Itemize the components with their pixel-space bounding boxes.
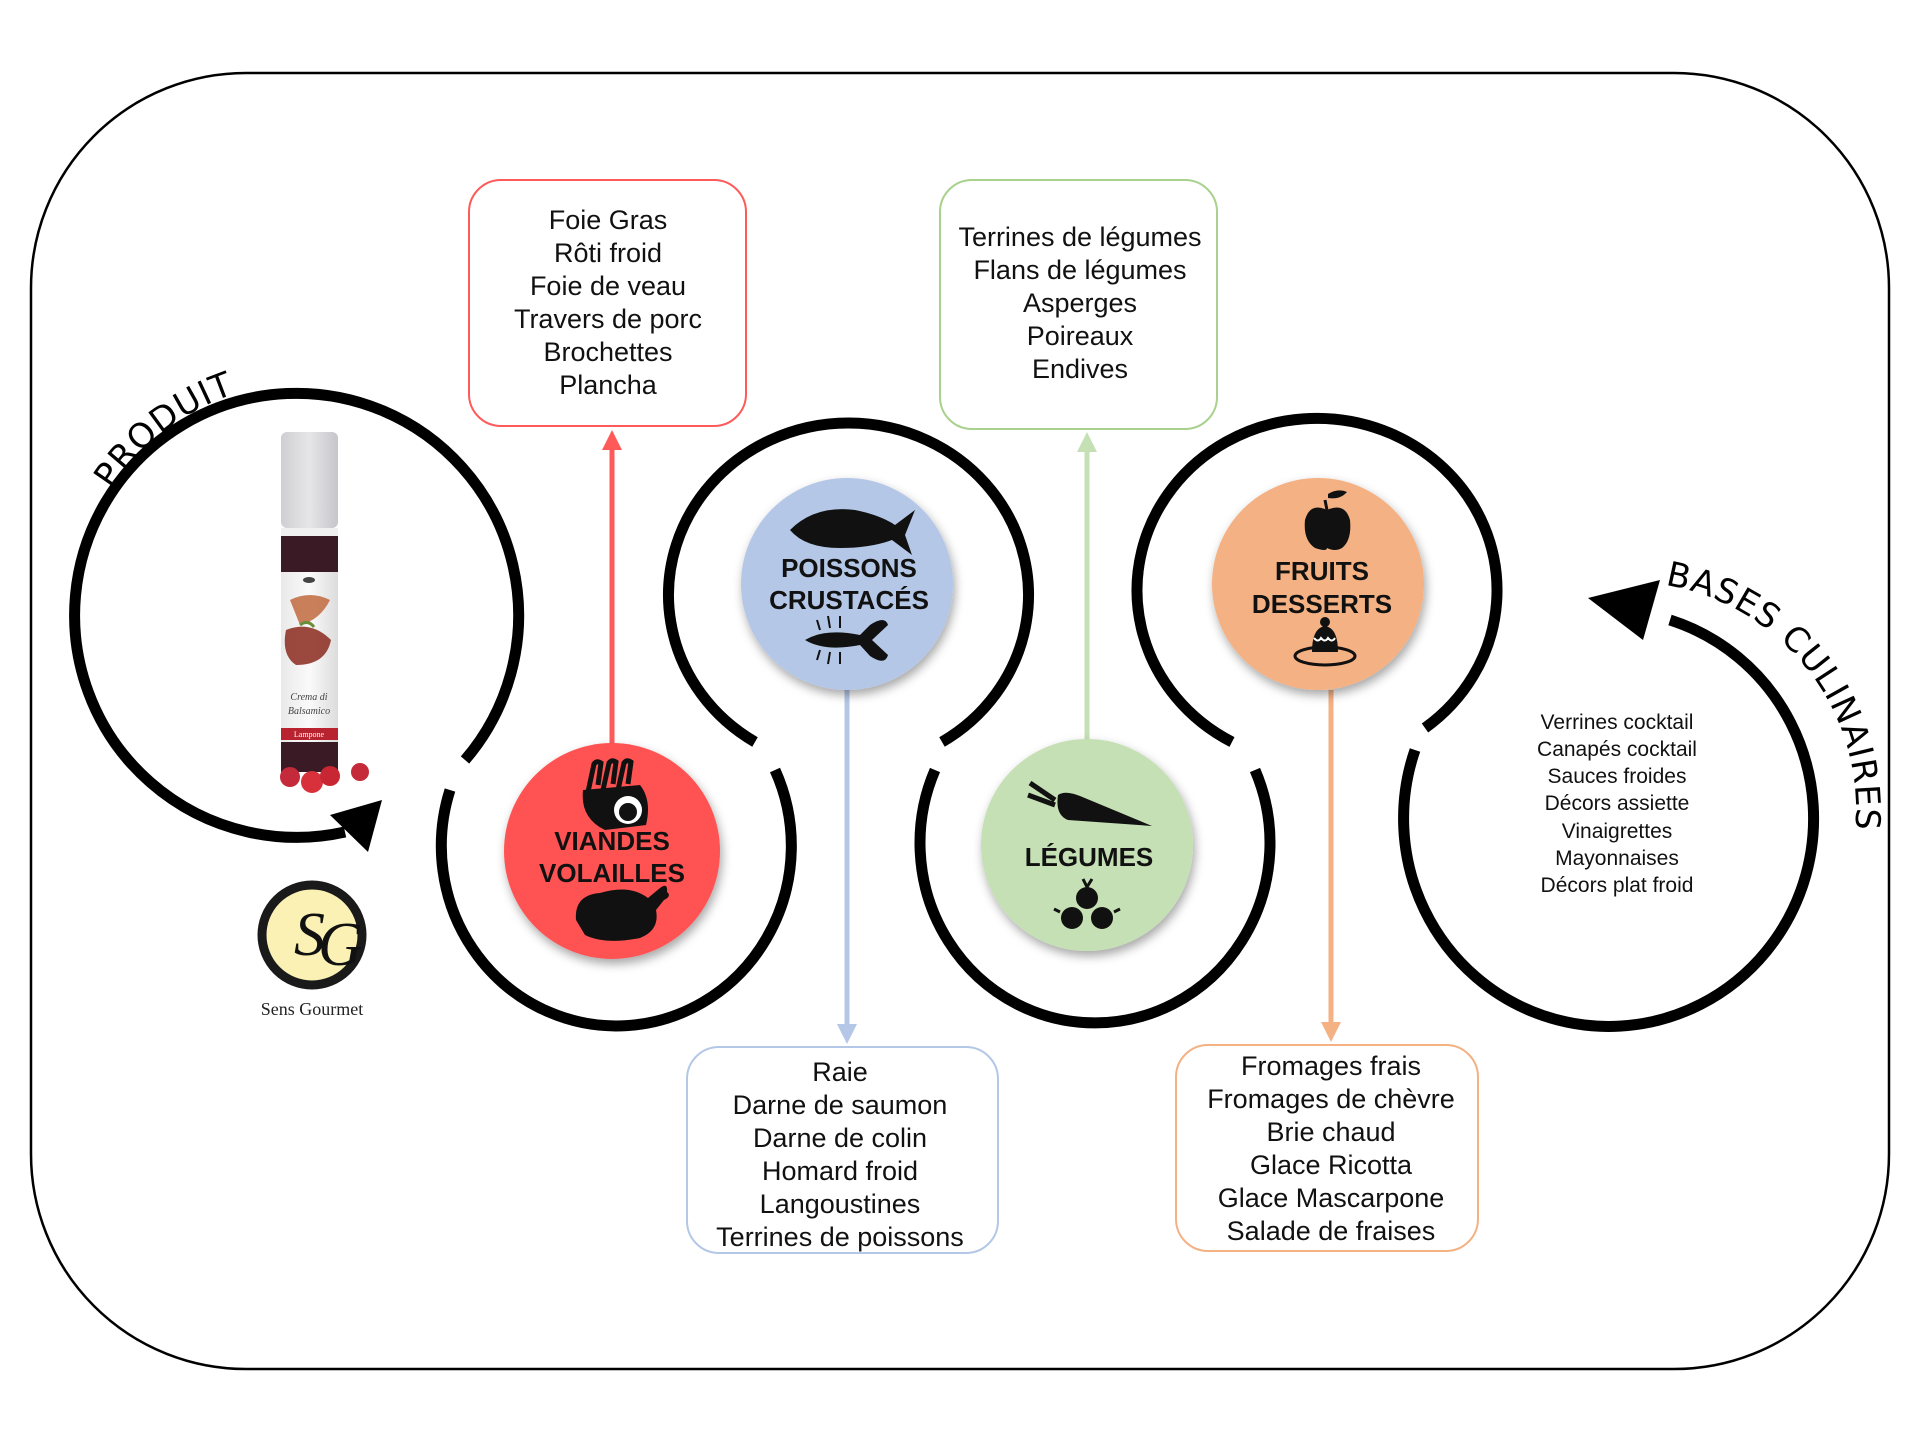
bottle-liquid-top bbox=[281, 536, 338, 572]
bottle-flavor: Lampone bbox=[294, 730, 325, 739]
list-item: Vinaigrettes bbox=[1562, 820, 1673, 843]
list-item: Darne de saumon bbox=[733, 1090, 948, 1120]
list-item: Plancha bbox=[559, 370, 658, 400]
viandes-label-line2: VOLAILLES bbox=[539, 858, 685, 888]
fruits-label-line2: DESSERTS bbox=[1252, 589, 1392, 619]
list-item: Langoustines bbox=[760, 1189, 921, 1219]
list-item: Raie bbox=[812, 1057, 868, 1087]
logo-brand-name: Sens Gourmet bbox=[261, 999, 364, 1019]
poissons-arrow bbox=[837, 690, 857, 1044]
legumes-label-line1: LÉGUMES bbox=[1025, 842, 1154, 872]
raspberry-icon bbox=[280, 767, 300, 787]
fruits-items-box: Fromages frais Fromages de chèvre Brie c… bbox=[1175, 1044, 1479, 1252]
fruits-ring bbox=[1131, 412, 1503, 747]
legumes-items-box: Terrines de légumes Flans de légumes Asp… bbox=[939, 179, 1218, 430]
roast-chicken-icon bbox=[575, 885, 669, 941]
bottle-label-line2: Balsamico bbox=[288, 706, 330, 717]
list-item: Salade de fraises bbox=[1227, 1216, 1436, 1246]
list-item: Poireaux bbox=[1027, 321, 1134, 351]
bases-ring bbox=[1398, 614, 1820, 1032]
lobster-icon bbox=[805, 615, 888, 665]
outer-frame bbox=[29, 71, 1891, 1371]
bottle-cap bbox=[281, 432, 338, 528]
viandes-items-box: Foie Gras Rôti froid Foie de veau Traver… bbox=[468, 179, 747, 427]
pudding-dessert-icon bbox=[1293, 617, 1357, 667]
list-item: Terrines de légumes bbox=[958, 222, 1201, 252]
list-item: Flans de légumes bbox=[973, 255, 1186, 285]
bases-arrow-head-icon bbox=[1588, 580, 1660, 640]
product-arrow-head-icon bbox=[330, 800, 382, 852]
logo-letter-g: G bbox=[318, 911, 363, 979]
list-item: Décors plat froid bbox=[1541, 874, 1694, 897]
list-item: Terrines de poissons bbox=[716, 1222, 964, 1252]
viandes-arrow bbox=[602, 430, 622, 748]
fruits-arrow bbox=[1321, 690, 1341, 1042]
viandes-ring bbox=[435, 767, 797, 1032]
category-poissons-crustaces: POISSONS CRUSTACÉS bbox=[741, 478, 953, 690]
list-item: Fromages frais bbox=[1241, 1051, 1421, 1081]
list-item: Endives bbox=[1032, 354, 1128, 384]
strawberry-icon bbox=[301, 771, 323, 793]
category-fruits-desserts: FRUITS DESSERTS bbox=[1212, 478, 1424, 690]
list-item: Fromages de chèvre bbox=[1207, 1084, 1455, 1114]
poissons-items-box: Raie Darne de saumon Darne de colin Homa… bbox=[686, 1046, 999, 1254]
sens-gourmet-logo: S G Sens Gourmet bbox=[257, 880, 367, 1019]
list-item: Mayonnaises bbox=[1555, 847, 1679, 870]
product-ring bbox=[69, 387, 525, 843]
turnips-icon bbox=[1053, 878, 1121, 929]
fruits-label-line1: FRUITS bbox=[1275, 556, 1369, 586]
list-item: Travers de porc bbox=[514, 304, 702, 334]
logo-badge bbox=[257, 880, 367, 990]
poissons-ring bbox=[663, 417, 1034, 747]
poissons-label-line2: CRUSTACÉS bbox=[769, 585, 929, 615]
list-item: Foie de veau bbox=[530, 271, 686, 301]
list-item: Décors assiette bbox=[1545, 792, 1690, 815]
list-item: Brie chaud bbox=[1266, 1117, 1395, 1147]
product-bottle-image: Crema di Balsamico Lampone bbox=[280, 432, 369, 793]
viandes-label-line1: VIANDES bbox=[554, 826, 670, 856]
list-item: Sauces froides bbox=[1548, 765, 1687, 788]
list-item: Verrines cocktail bbox=[1541, 711, 1694, 734]
legumes-arrow bbox=[1077, 432, 1097, 745]
product-title: PRODUIT bbox=[86, 364, 238, 495]
list-item: Brochettes bbox=[543, 337, 672, 367]
fruits-circle bbox=[1212, 478, 1424, 690]
list-item: Homard froid bbox=[762, 1156, 918, 1186]
category-legumes: LÉGUMES bbox=[981, 739, 1193, 951]
bases-items-list: Verrines cocktail Canapés cocktail Sauce… bbox=[1537, 711, 1697, 897]
apple-icon bbox=[1304, 490, 1351, 550]
meat-rack-icon bbox=[582, 758, 648, 830]
bottle-label-line1: Crema di bbox=[290, 692, 327, 703]
viandes-circle bbox=[504, 743, 720, 959]
legumes-ring bbox=[914, 767, 1276, 1029]
list-item: Asperges bbox=[1023, 288, 1137, 318]
list-item: Glace Mascarpone bbox=[1218, 1183, 1445, 1213]
list-item: Foie Gras bbox=[549, 205, 668, 235]
legumes-circle bbox=[981, 739, 1193, 951]
poissons-label-line1: POISSONS bbox=[781, 553, 917, 583]
carrot-icon bbox=[1027, 780, 1152, 826]
list-item: Canapés cocktail bbox=[1537, 738, 1697, 761]
fish-icon bbox=[790, 509, 915, 555]
category-viandes-volailles: VIANDES VOLAILLES bbox=[504, 743, 720, 959]
list-item: Darne de colin bbox=[753, 1123, 927, 1153]
list-item: Rôti froid bbox=[554, 238, 662, 268]
logo-letter-s: S bbox=[294, 901, 325, 969]
list-item: Glace Ricotta bbox=[1250, 1150, 1413, 1180]
